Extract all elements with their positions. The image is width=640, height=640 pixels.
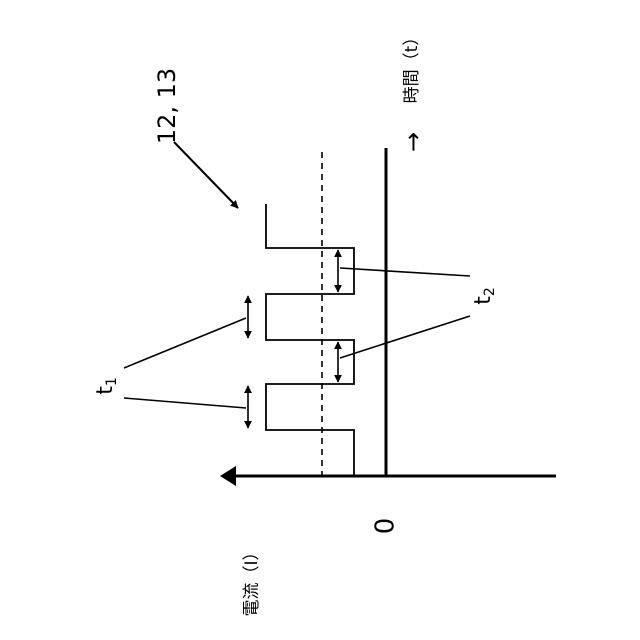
t2-label: t2: [471, 287, 498, 305]
t1-leader-line-upper: [124, 318, 246, 368]
reference-pointer-arrow: [174, 142, 238, 208]
t1-label-subscript: 1: [104, 377, 120, 386]
current-axis-arrowhead: [220, 466, 236, 486]
time-direction-arrow-icon: →: [399, 132, 427, 152]
t1-label-base: t: [93, 386, 118, 395]
pulse-waveform: [266, 204, 354, 476]
t2-leader-line-upper: [340, 268, 470, 276]
time-axis-label: 時間（t）: [402, 29, 422, 104]
t1-label: t1: [93, 377, 120, 395]
svg-text:t2: t2: [471, 287, 498, 305]
t2-leader-line-lower: [340, 316, 470, 358]
origin-zero-label: 0: [371, 518, 401, 535]
current-axis-label: 電流（I）: [242, 543, 262, 616]
t1-leader-line-lower: [124, 398, 246, 408]
t2-label-subscript: 2: [482, 287, 498, 296]
reference-number-label: 12, 13: [153, 68, 181, 144]
svg-text:t1: t1: [93, 377, 120, 395]
t2-label-base: t: [471, 296, 496, 305]
